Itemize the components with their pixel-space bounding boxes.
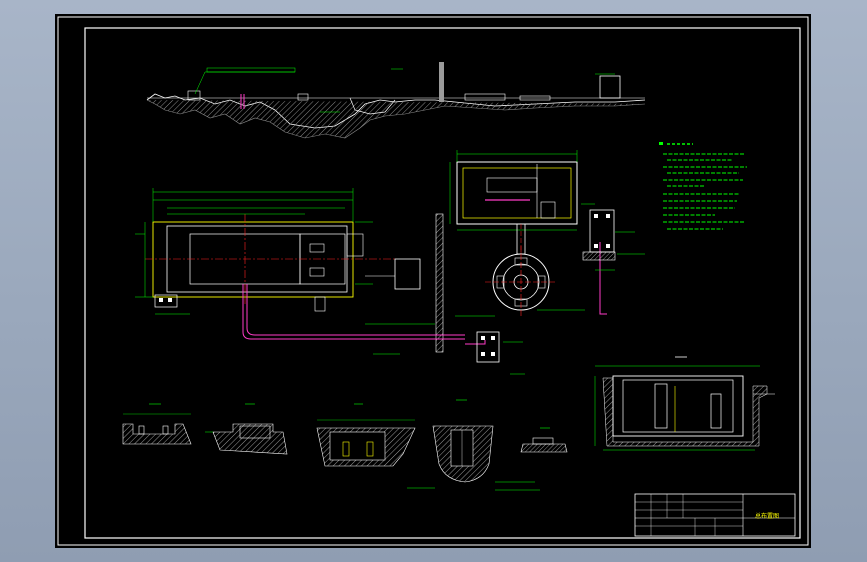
cad-drawing: 总布置图 [57, 16, 809, 546]
middle-components [365, 258, 525, 375]
title-block: 总布置图 [634, 493, 796, 537]
inner-border [84, 27, 801, 539]
section-3 [316, 403, 416, 467]
pipe-routing [242, 242, 607, 345]
plan-view [135, 188, 395, 315]
section-views [122, 399, 568, 491]
drawing-title: 总布置图 [755, 512, 779, 520]
profile-view [146, 62, 646, 139]
bracket-detail [582, 209, 645, 271]
section-2 [205, 403, 288, 455]
wall-section [435, 213, 444, 353]
section-5 [520, 427, 568, 453]
tank-detail [449, 150, 595, 318]
technical-notes [659, 142, 747, 230]
elevation-section [594, 356, 775, 451]
outer-border [57, 16, 809, 546]
section-1 [122, 403, 192, 445]
drawing-sheet: 总布置图 [55, 14, 811, 548]
section-4 [407, 399, 540, 491]
